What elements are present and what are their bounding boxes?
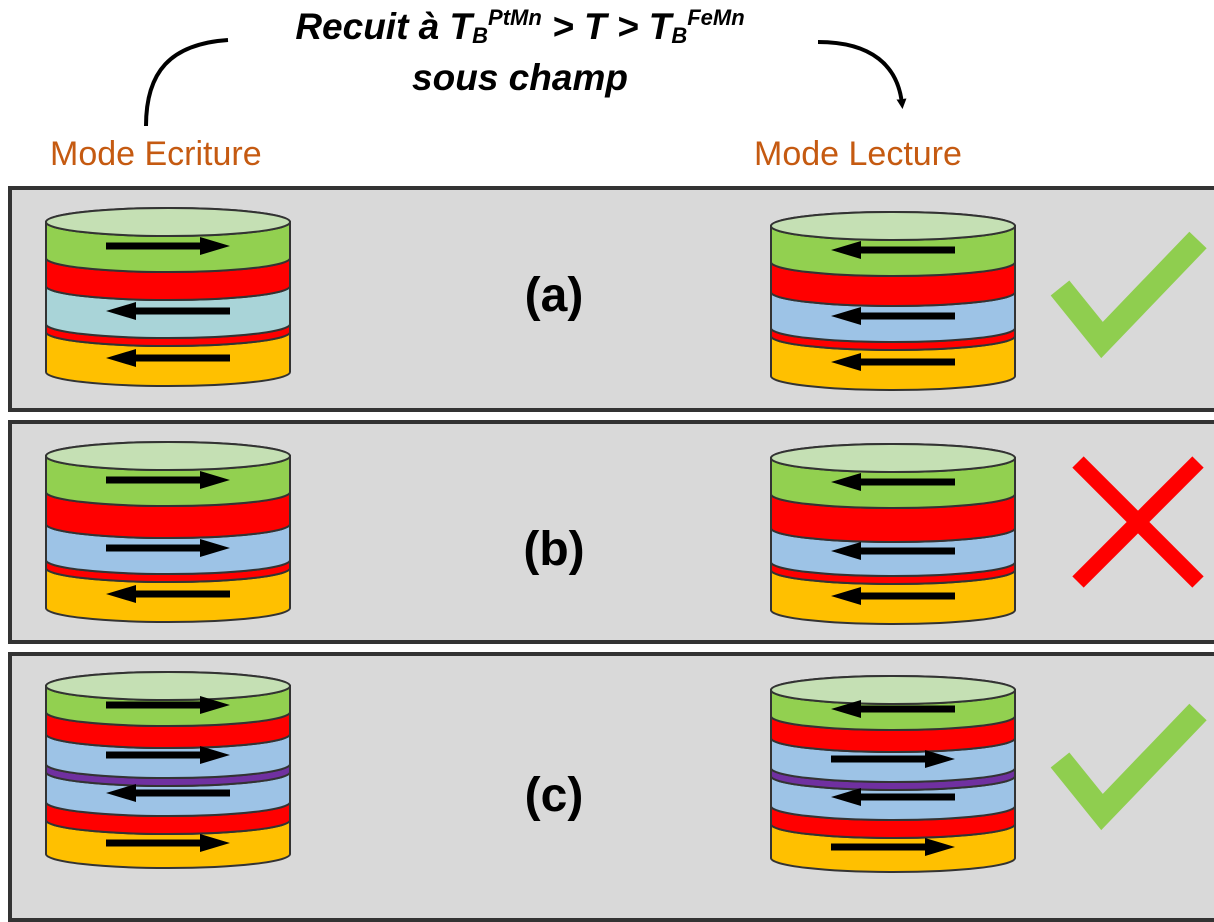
stack-a-read-arrow-1 — [831, 241, 955, 259]
title-prefix: Recuit à T — [295, 6, 473, 47]
stack-c-read-top-face — [770, 675, 1016, 705]
panel-c-label: (c) — [524, 769, 584, 822]
stack-c-write-arrow-1 — [106, 696, 230, 714]
t2-subscript: B — [671, 23, 688, 48]
stack-c-read-arrow-5 — [831, 788, 955, 806]
left-curved-arrow — [144, 38, 229, 127]
right-curved-arrow — [817, 40, 907, 109]
stack-a-read — [770, 211, 1016, 391]
mode-read-label: Mode Lecture — [754, 135, 962, 173]
panel-c-result-check-icon — [1050, 703, 1207, 831]
stack-c-write — [45, 671, 291, 869]
stack-c-write-arrow-7 — [106, 834, 230, 852]
stack-c-read-arrow-7 — [831, 838, 955, 856]
stack-a-write-arrow-3 — [106, 302, 230, 320]
stack-b-write — [45, 441, 291, 623]
stack-b-read-arrow-3 — [831, 542, 955, 560]
t2-superscript: FeMn — [687, 5, 745, 30]
panel-b-label: (b) — [523, 523, 585, 576]
title-middle: > T > T — [541, 6, 672, 47]
panel-a-result-check-icon — [1050, 231, 1207, 359]
stack-b-write-top-face — [45, 441, 291, 471]
stack-a-write-arrow-5 — [106, 349, 230, 367]
stack-c-read-arrow-3 — [831, 750, 955, 768]
stack-a-write-arrow-1 — [106, 237, 230, 255]
stack-a-write — [45, 207, 291, 387]
stack-b-read-arrow-1 — [831, 473, 955, 491]
stack-c-read — [770, 675, 1016, 873]
stack-b-write-arrow-5 — [106, 585, 230, 603]
stack-a-read-arrow-5 — [831, 353, 955, 371]
panel-b-result-cross-icon-stroke-2 — [1072, 456, 1204, 588]
mode-write-label: Mode Ecriture — [50, 135, 262, 173]
t1-superscript: PtMn — [488, 5, 542, 30]
panel-a-label: (a) — [524, 269, 584, 322]
stack-a-read-top-face — [770, 211, 1016, 241]
stack-b-read-top-face — [770, 443, 1016, 473]
stack-b-write-arrow-3 — [106, 539, 230, 557]
stack-c-write-arrow-3 — [106, 746, 230, 764]
stack-c-write-arrow-5 — [106, 784, 230, 802]
stack-b-write-arrow-1 — [106, 471, 230, 489]
stack-c-write-top-face — [45, 671, 291, 701]
stack-b-read-arrow-5 — [831, 587, 955, 605]
t1-subscript: B — [472, 23, 489, 48]
title-line-2: sous champ — [412, 57, 628, 98]
stack-a-write-top-face — [45, 207, 291, 237]
panel-b-result-cross-icon — [1072, 456, 1204, 588]
annealing-title: Recuit à TBPtMn > T > TBFeMn sous champ — [200, 4, 840, 101]
title-line-1: Recuit à TBPtMn > T > TBFeMn — [200, 4, 840, 55]
stack-a-read-arrow-3 — [831, 307, 955, 325]
stack-c-read-arrow-1 — [831, 700, 955, 718]
stack-b-read — [770, 443, 1016, 625]
